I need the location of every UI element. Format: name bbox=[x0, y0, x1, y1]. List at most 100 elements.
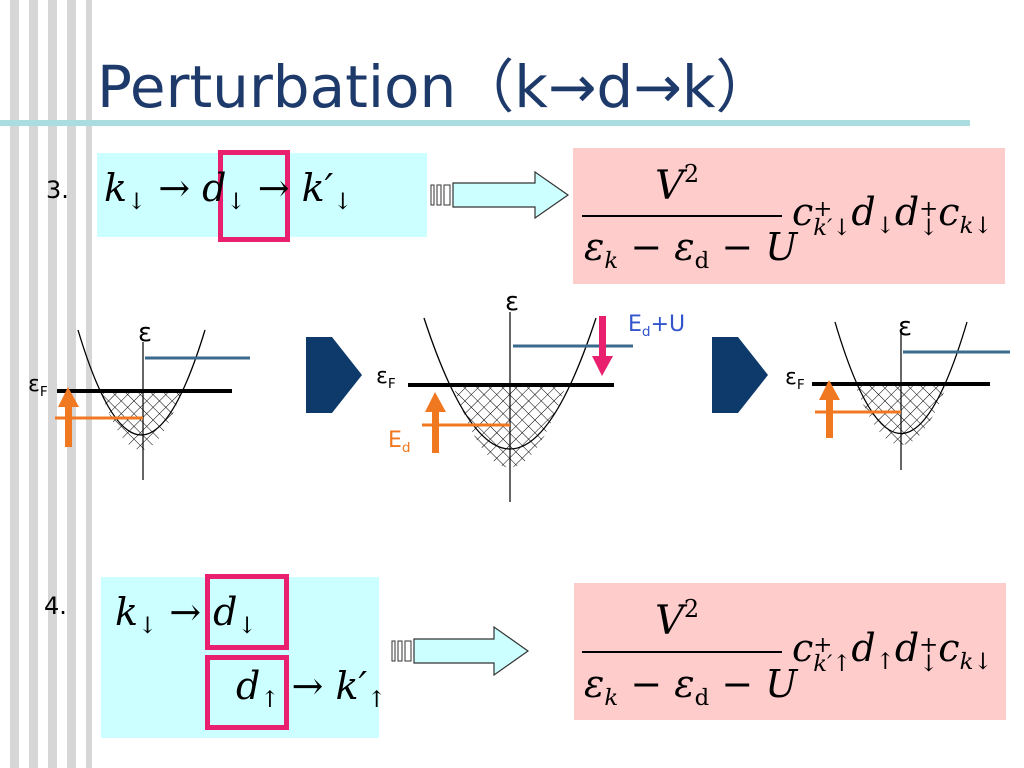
k-spin: ↓ bbox=[138, 612, 158, 639]
edu-symbol: E bbox=[628, 312, 642, 337]
d-operator: d bbox=[851, 190, 876, 234]
d-dagger: d bbox=[894, 626, 920, 670]
hollow-arrow-step-3 bbox=[430, 170, 570, 220]
epsilon-axis-label: ε bbox=[138, 318, 153, 348]
fermi-subscript: F bbox=[39, 383, 48, 400]
eps-k-sub: k bbox=[604, 684, 619, 711]
hollow-arrow-step-4 bbox=[391, 625, 530, 677]
d-operator: d bbox=[851, 626, 876, 670]
step-3-number: 3. bbox=[46, 176, 69, 204]
v-symbol: V bbox=[655, 162, 684, 209]
electron-up-arrow bbox=[58, 387, 79, 447]
d-operator-sub: ↑ bbox=[875, 648, 895, 675]
transition-arrow: → bbox=[291, 664, 324, 708]
d-symbol: d bbox=[202, 166, 227, 210]
decorative-stripes bbox=[0, 0, 92, 768]
transition-arrow: → bbox=[257, 166, 290, 210]
step-4-number: 4. bbox=[44, 592, 67, 620]
k-symbol: k bbox=[115, 590, 139, 634]
d-symbol: d bbox=[236, 664, 261, 708]
step-3-process-box bbox=[97, 153, 427, 237]
step-3-process-equation: k↓ → d↓ → k′↓ bbox=[104, 166, 352, 215]
ed-label: Ed bbox=[388, 428, 411, 456]
k-prime-spin: ↑ bbox=[367, 686, 387, 713]
ed-plus-u-label: Ed+U bbox=[628, 312, 685, 340]
fermi-label: εF bbox=[28, 372, 48, 400]
step-4-numerator: V2 bbox=[655, 595, 699, 644]
step-4-process-bottom: d↑ → k′↑ bbox=[236, 664, 386, 713]
exponent: 2 bbox=[683, 595, 700, 623]
step-3-denominator: εk − εd − U bbox=[584, 225, 797, 274]
d-symbol: d bbox=[213, 590, 238, 634]
edu-suffix: +U bbox=[650, 312, 686, 337]
ed-subscript: d bbox=[401, 439, 411, 456]
minus-sign: − bbox=[630, 225, 663, 269]
title-underline bbox=[0, 120, 970, 126]
c-dagger: c bbox=[792, 190, 814, 234]
epsilon-d: ε bbox=[674, 662, 695, 706]
eps-k-sub: k bbox=[604, 247, 619, 274]
c-operator-sub: k↓ bbox=[959, 648, 993, 675]
step-4-operator-product: c+k′↑d↑d+↓ck↓ bbox=[792, 626, 993, 676]
c-operator: c bbox=[938, 190, 960, 234]
fermi-subscript: F bbox=[387, 375, 396, 392]
electron-up-arrow bbox=[425, 392, 446, 453]
transition-arrow: → bbox=[169, 590, 202, 634]
epsilon-axis-label: ε bbox=[898, 312, 913, 342]
c-dagger-sub: k′↓ bbox=[813, 215, 852, 242]
k-prime-spin: ↓ bbox=[333, 188, 353, 215]
band-diagram-final bbox=[812, 321, 1010, 470]
dagger-mark: + bbox=[813, 195, 833, 222]
minus-sign: − bbox=[630, 662, 663, 706]
exponent: 2 bbox=[683, 160, 700, 188]
k-symbol: k bbox=[104, 166, 128, 210]
d-spin: ↓ bbox=[226, 188, 246, 215]
k-spin: ↓ bbox=[127, 188, 147, 215]
step-3-d-highlight bbox=[218, 150, 290, 242]
big-arrow-right-1 bbox=[306, 337, 362, 413]
epsilon-k: ε bbox=[584, 662, 605, 706]
c-operator: c bbox=[938, 626, 960, 670]
k-prime-symbol: k′ bbox=[335, 664, 368, 708]
fermi-label: εF bbox=[376, 364, 396, 392]
u-symbol: U bbox=[765, 225, 798, 269]
electron-down-arrow bbox=[592, 316, 613, 376]
band-diagram-initial bbox=[55, 329, 250, 480]
c-operator-sub: k↓ bbox=[959, 212, 993, 239]
d-spin: ↑ bbox=[260, 686, 280, 713]
epsilon-axis-label: ε bbox=[505, 287, 520, 317]
d-operator-sub: ↓ bbox=[875, 212, 895, 239]
d-spin: ↓ bbox=[237, 612, 257, 639]
step-4-process-top: k↓ → d↓ bbox=[115, 590, 257, 639]
d-dagger-sub: ↓ bbox=[919, 215, 939, 242]
minus-sign: − bbox=[721, 662, 754, 706]
slide-title: Perturbation（k→d→k） bbox=[97, 53, 774, 121]
step-3-operator-product: c+k′↓d↓d+↓ck↓ bbox=[792, 190, 993, 242]
fermi-label: εF bbox=[785, 365, 805, 393]
dagger-mark: + bbox=[919, 631, 939, 658]
fermi-subscript: F bbox=[796, 376, 805, 393]
fermi-symbol: ε bbox=[28, 372, 40, 397]
big-arrow-right-2 bbox=[712, 337, 768, 413]
epsilon-d: ε bbox=[674, 225, 695, 269]
step-4-d-down-highlight bbox=[205, 574, 289, 650]
d-dagger: d bbox=[894, 190, 920, 234]
fraction-bar bbox=[582, 215, 782, 217]
dagger-mark: + bbox=[813, 631, 833, 658]
fraction-bar bbox=[582, 651, 782, 653]
v-symbol: V bbox=[655, 597, 684, 644]
minus-sign: − bbox=[721, 225, 754, 269]
ed-symbol: E bbox=[388, 428, 402, 453]
eps-d-sub: d bbox=[694, 247, 710, 274]
eps-d-sub: d bbox=[694, 684, 710, 711]
k-prime-symbol: k′ bbox=[301, 166, 334, 210]
u-symbol: U bbox=[765, 662, 798, 706]
epsilon-k: ε bbox=[584, 225, 605, 269]
edu-subscript: d bbox=[641, 323, 651, 340]
parabola-band bbox=[77, 329, 206, 436]
c-dagger: c bbox=[792, 626, 814, 670]
fermi-symbol: ε bbox=[785, 365, 797, 390]
dagger-mark: + bbox=[919, 195, 939, 222]
fermi-symbol: ε bbox=[376, 364, 388, 389]
